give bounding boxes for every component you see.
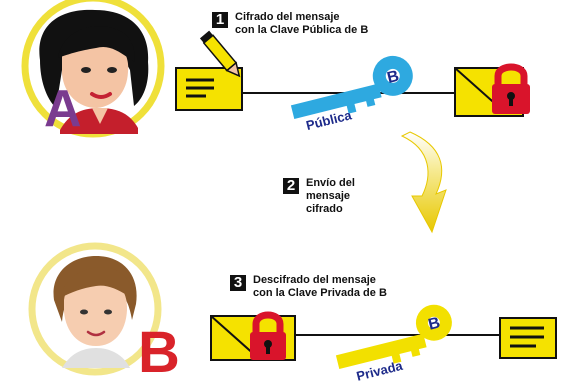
step-2-number: 2 [283, 178, 299, 194]
padlock-icon [492, 63, 530, 114]
step-2-line-1: Envío del [306, 177, 355, 189]
step-3: 3 Descifrado del mensaje con la Clave Pr… [230, 274, 387, 300]
step-3-number: 3 [230, 275, 246, 291]
step-3-line-1: Descifrado del mensaje [253, 274, 376, 286]
private-key-icon: B Privada [335, 304, 452, 381]
padlock-icon-3 [250, 311, 286, 360]
actor-b-portrait [28, 242, 162, 376]
pencil-icon [199, 30, 241, 78]
step-2-line-2: mensaje [306, 190, 351, 202]
step-1-text: Cifrado del mensaje con la Clave Pública… [235, 11, 368, 37]
public-key-icon: B Pública [290, 55, 413, 133]
step-1-number: 1 [212, 12, 228, 28]
step-3-text: Descifrado del mensaje con la Clave Priv… [253, 274, 387, 300]
private-key-owner: B [427, 315, 442, 334]
step-1-line-2: con la Clave Pública de B [235, 24, 369, 36]
plain-message-icon-1 [175, 67, 243, 111]
public-key-owner: B [385, 68, 400, 87]
actor-a-portrait [21, 0, 165, 138]
plain-message-icon-3 [499, 317, 557, 359]
step-2-line-3: cifrado [306, 203, 343, 215]
step-2-text: Envío del mensaje cifrado [306, 177, 355, 216]
step-1: 1 Cifrado del mensaje con la Clave Públi… [212, 11, 368, 37]
arrow-down-icon [400, 131, 447, 234]
step-2: 2 Envío del mensaje cifrado [283, 177, 355, 216]
actor-b-letter: B [138, 320, 180, 381]
step-3-line-2: con la Clave Privada de B [253, 287, 387, 299]
step-1-line-1: Cifrado del mensaje [235, 11, 340, 23]
actor-a-letter: A [44, 80, 82, 138]
